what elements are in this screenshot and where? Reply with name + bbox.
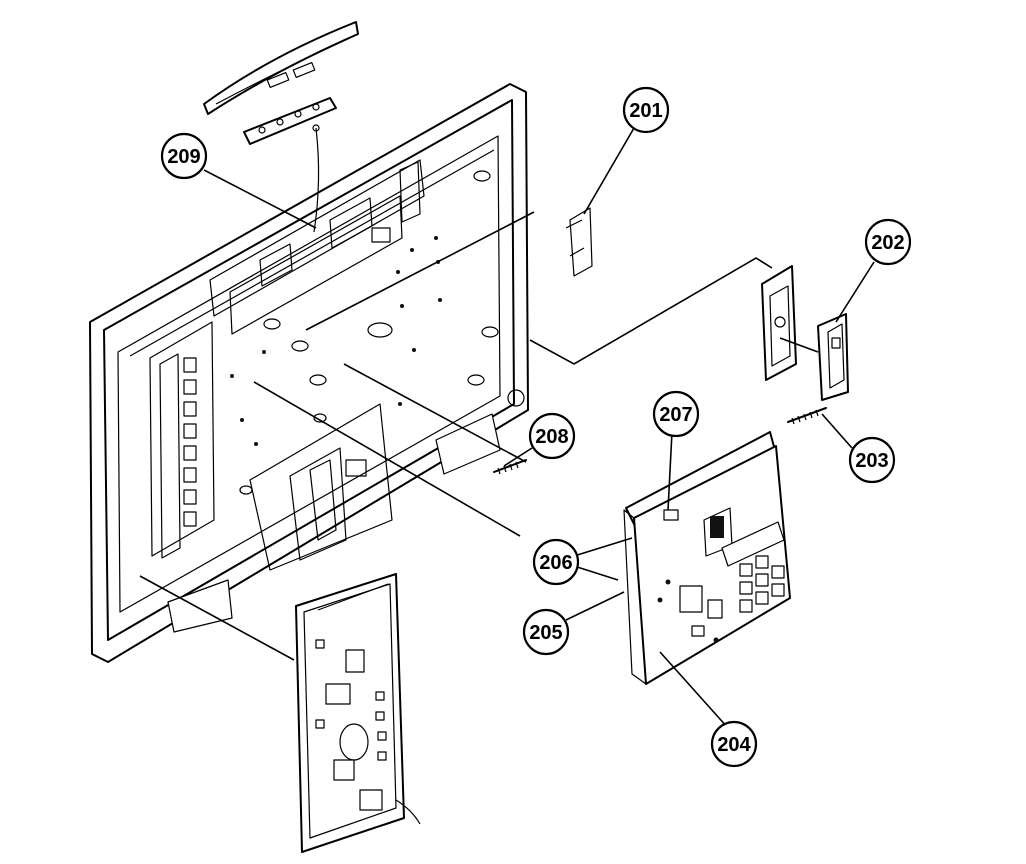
screw-208 — [493, 459, 527, 475]
callout-209-label: 209 — [167, 146, 200, 168]
bracket-202 — [761, 265, 849, 401]
main-circuit-board — [623, 431, 791, 685]
callout-202-label: 202 — [871, 232, 904, 254]
callout-203: 203 — [848, 436, 896, 484]
top-cover-part — [203, 21, 359, 233]
connector-201 — [565, 207, 593, 277]
callout-208: 208 — [528, 412, 576, 460]
callout-208-label: 208 — [535, 426, 568, 448]
rear-frame-assembly — [89, 83, 529, 663]
assembly-lines — [139, 211, 819, 661]
callout-209: 209 — [160, 132, 208, 180]
callout-206: 206 — [532, 538, 580, 586]
callout-leaders — [203, 127, 875, 729]
callout-201: 201 — [622, 86, 670, 134]
callout-205: 205 — [522, 608, 570, 656]
callout-204: 204 — [710, 720, 758, 768]
callout-207: 207 — [652, 390, 700, 438]
callout-203-label: 203 — [855, 450, 888, 472]
callout-205-label: 205 — [529, 622, 562, 644]
callout-204-label: 204 — [717, 734, 751, 756]
callout-201-label: 201 — [629, 100, 662, 122]
power-circuit-board — [295, 573, 421, 853]
callout-202: 202 — [864, 218, 912, 266]
callout-207-label: 207 — [659, 404, 692, 426]
screw-203 — [787, 407, 827, 425]
callout-206-label: 206 — [539, 552, 572, 574]
